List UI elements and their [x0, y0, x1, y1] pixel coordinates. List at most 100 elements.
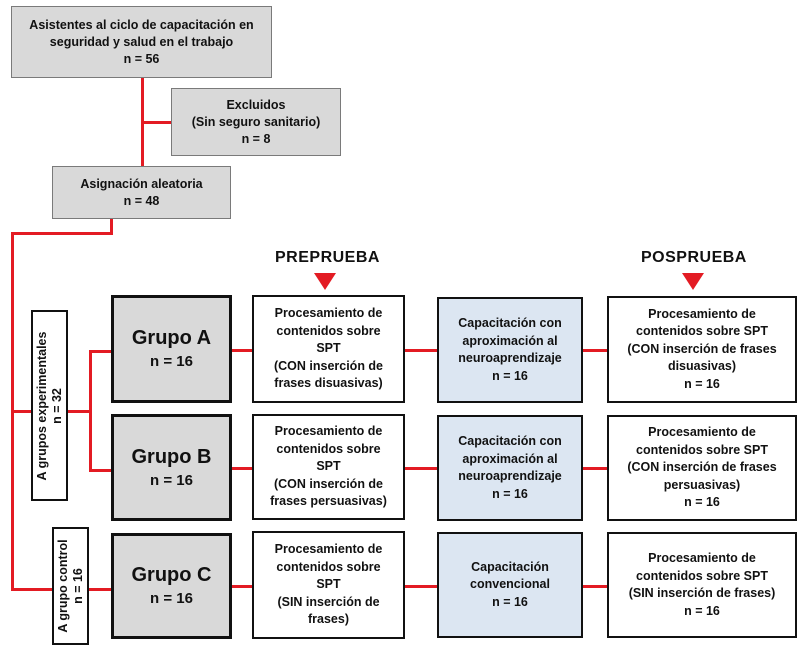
posttest-line: Procesamiento de [648, 306, 756, 321]
posttest-line: contenidos sobre SPT [636, 324, 768, 339]
posttest-line: contenidos sobre SPT [636, 442, 768, 457]
posttest-count: n = 16 [684, 603, 720, 618]
training-count: n = 16 [492, 368, 528, 383]
pretest-line: contenidos sobre [276, 441, 381, 456]
connector-line [11, 232, 113, 235]
posttest-line: Procesamiento de [648, 425, 756, 440]
training-line: neuroaprendizaje [458, 469, 562, 483]
group-count: n = 16 [150, 353, 193, 370]
pretest-line: SPT [316, 577, 341, 592]
posttest-line: (CON inserción de frases [627, 460, 777, 475]
excluidos-line: (Sin seguro sanitario) [191, 114, 321, 129]
connector-line [582, 349, 608, 352]
posprueba-arrow-icon [682, 273, 704, 290]
training-line: aproximación al [462, 333, 558, 348]
pretest-line: Procesamiento de [274, 424, 383, 439]
training-line: Capacitación [471, 559, 549, 574]
pretest-line: frases disuasivas) [274, 376, 383, 391]
pretest-line: frases persuasivas) [270, 494, 387, 509]
control-label-text: A grupo control [55, 539, 70, 633]
connector-line [404, 467, 438, 470]
connector-line [67, 410, 92, 413]
asignacion-line: Asignación aleatoria [80, 176, 203, 191]
connector-line [231, 585, 253, 588]
posttest-line: (CON inserción de frases [627, 341, 777, 356]
pretest-line: SPT [316, 341, 341, 356]
control-label-box: A grupo control n = 16 [52, 527, 89, 645]
group-b-box: Grupo B n = 16 [111, 414, 232, 521]
group-b-pretest-box: Procesamiento de contenidos sobre SPT (C… [252, 414, 405, 520]
excluidos-line: Excluidos [226, 97, 286, 112]
posttest-line: (SIN inserción de frases) [628, 586, 776, 600]
pretest-line: (CON inserción de [273, 476, 384, 491]
preprueba-arrow-icon [314, 273, 336, 290]
pretest-line: frases) [308, 612, 349, 627]
asistentes-line: seguridad y salud en el trabajo [49, 34, 234, 49]
group-b-posttest-box: Procesamiento de contenidos sobre SPT (C… [607, 415, 797, 521]
connector-line [89, 350, 112, 353]
connector-line [404, 585, 438, 588]
pretest-line: SPT [316, 459, 341, 474]
connector-line [89, 350, 92, 472]
connector-line [582, 467, 608, 470]
asistentes-count: n = 56 [123, 51, 160, 66]
training-line: convencional [470, 577, 550, 592]
asistentes-line: Asistentes al ciclo de capacitación en [29, 17, 254, 32]
asignacion-count: n = 48 [123, 193, 160, 208]
connector-line [231, 467, 253, 470]
pretest-line: Procesamiento de [274, 306, 383, 321]
pretest-line: contenidos sobre [276, 559, 381, 574]
group-count: n = 16 [150, 471, 193, 489]
pretest-line: (CON inserción de [273, 358, 384, 373]
posttest-count: n = 16 [684, 376, 720, 391]
pretest-line: contenidos sobre [276, 323, 381, 338]
posttest-count: n = 16 [684, 495, 720, 510]
pretest-line: (SIN inserción de [277, 594, 380, 609]
group-a-posttest-box: Procesamiento de contenidos sobre SPT (C… [607, 296, 797, 403]
training-count: n = 16 [492, 486, 528, 501]
group-c-pretest-box: Procesamiento de contenidos sobre SPT (S… [252, 531, 405, 639]
training-count: n = 16 [492, 594, 528, 609]
preprueba-heading: PREPRUEBA [275, 249, 380, 266]
group-name: Grupo B [131, 445, 212, 468]
experimental-label: A grupos experimentales n = 32 [35, 331, 65, 480]
posprueba-heading: POSPRUEBA [641, 249, 747, 266]
excluidos-box: Excluidos (Sin seguro sanitario) n = 8 [171, 88, 341, 156]
connector-line [404, 349, 438, 352]
asistentes-box: Asistentes al ciclo de capacitación en s… [11, 6, 272, 78]
group-name: Grupo A [131, 327, 212, 349]
training-line: aproximación al [462, 451, 558, 466]
group-a-training-box: Capacitación con aproximación al neuroap… [437, 297, 583, 403]
connector-line [89, 588, 112, 591]
group-c-box: Grupo C n = 16 [111, 533, 232, 639]
pretest-line: Procesamiento de [274, 542, 383, 557]
connector-line [11, 588, 53, 591]
control-label-count: n = 16 [70, 568, 85, 604]
asignacion-box: Asignación aleatoria n = 48 [52, 166, 231, 219]
excluidos-count: n = 8 [241, 131, 271, 146]
training-line: Capacitación con [458, 434, 562, 448]
training-line: neuroaprendizaje [458, 351, 562, 365]
training-line: Capacitación con [458, 316, 562, 330]
group-name: Grupo C [131, 564, 212, 586]
group-c-training-box: Capacitación convencional n = 16 [437, 532, 583, 638]
group-c-posttest-box: Procesamiento de contenidos sobre SPT (S… [607, 532, 797, 638]
posttest-line: disuasivas) [667, 359, 737, 374]
connector-line [11, 410, 31, 413]
posttest-line: contenidos sobre SPT [636, 568, 768, 583]
group-b-training-box: Capacitación con aproximación al neuroap… [437, 415, 583, 521]
experimental-label-count: n = 32 [49, 387, 64, 424]
connector-line [582, 585, 608, 588]
connector-line [231, 349, 253, 352]
posttest-line: persuasivas) [663, 477, 741, 492]
experimental-label-box: A grupos experimentales n = 32 [31, 310, 68, 501]
connector-line [141, 121, 171, 124]
posttest-line: Procesamiento de [648, 551, 756, 565]
experimental-label-text: A grupos experimentales [34, 331, 49, 480]
connector-line [110, 218, 113, 234]
control-label: A grupo control n = 16 [56, 539, 86, 632]
group-a-pretest-box: Procesamiento de contenidos sobre SPT (C… [252, 295, 405, 403]
group-count: n = 16 [150, 590, 193, 607]
connector-line [89, 469, 112, 472]
group-a-box: Grupo A n = 16 [111, 295, 232, 403]
